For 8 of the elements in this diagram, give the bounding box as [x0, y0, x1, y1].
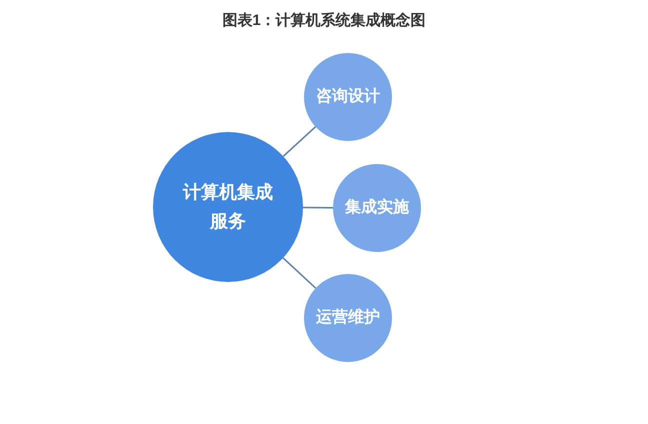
node-label: 计算机集成服务 [182, 181, 274, 233]
node-label: 集成实施 [345, 197, 409, 218]
chart-title: 图表1：计算机系统集成概念图 [222, 11, 426, 31]
connector-line [303, 206, 333, 208]
node-label: 咨询设计 [316, 86, 380, 108]
connector-line [282, 257, 316, 289]
connector-line [282, 126, 316, 157]
node-label: 运营维护 [316, 307, 380, 328]
